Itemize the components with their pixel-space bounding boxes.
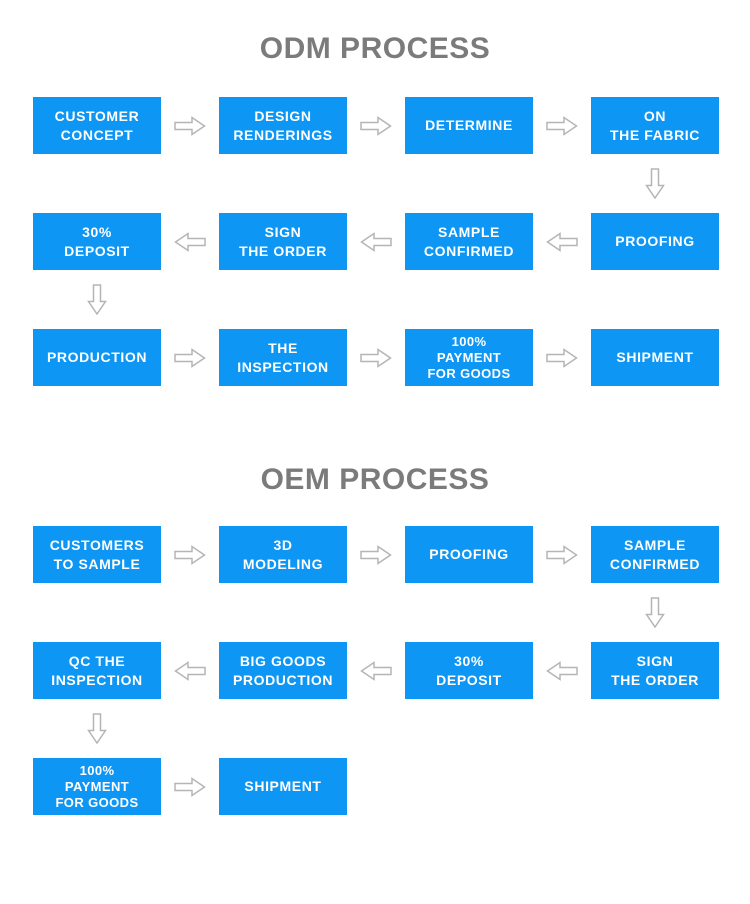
arrow-right-icon <box>533 97 591 154</box>
odm-gap-1 <box>33 154 750 213</box>
step-determine: DETERMINE <box>405 97 533 154</box>
step-the-inspection: THE INSPECTION <box>219 329 347 386</box>
oem-title: OEM PROCESS <box>260 463 490 496</box>
arrow-right-icon <box>347 526 405 583</box>
step-shipment: SHIPMENT <box>219 758 347 815</box>
step-sign-the-order: SIGN THE ORDER <box>591 642 719 699</box>
step-3d-modeling: 3D MODELING <box>219 526 347 583</box>
step-proofing: PROOFING <box>405 526 533 583</box>
step-customer-concept: CUSTOMER CONCEPT <box>33 97 161 154</box>
step-production: PRODUCTION <box>33 329 161 386</box>
step-sign-the-order: SIGN THE ORDER <box>219 213 347 270</box>
oem-gap-2 <box>33 699 750 758</box>
step-big-goods-production: BIG GOODS PRODUCTION <box>219 642 347 699</box>
flowchart-page: ODM PROCESS CUSTOMER CONCEPT DESIGN REND… <box>0 32 750 904</box>
arrow-left-icon <box>161 213 219 270</box>
arrow-right-icon <box>161 758 219 815</box>
arrow-right-icon <box>533 526 591 583</box>
oem-row-1: CUSTOMERS TO SAMPLE 3D MODELING PROOFING… <box>33 526 750 583</box>
oem-row-2: QC THE INSPECTION BIG GOODS PRODUCTION 3… <box>33 642 750 699</box>
odm-row-2: 30% DEPOSIT SIGN THE ORDER SAMPLE CONFIR… <box>33 213 750 270</box>
odm-section: ODM PROCESS CUSTOMER CONCEPT DESIGN REND… <box>0 32 750 386</box>
arrow-left-icon <box>161 642 219 699</box>
arrow-down-icon <box>33 270 161 329</box>
step-on-the-fabric: ON THE FABRIC <box>591 97 719 154</box>
odm-title: ODM PROCESS <box>259 32 491 65</box>
arrow-left-icon <box>533 213 591 270</box>
step-customers-to-sample: CUSTOMERS TO SAMPLE <box>33 526 161 583</box>
arrow-right-icon <box>161 329 219 386</box>
step-30-deposit: 30% DEPOSIT <box>33 213 161 270</box>
arrow-right-icon <box>161 97 219 154</box>
oem-gap-1 <box>33 583 750 642</box>
arrow-right-icon <box>347 97 405 154</box>
arrow-left-icon <box>533 642 591 699</box>
arrow-down-icon <box>591 154 719 213</box>
oem-section: OEM PROCESS CUSTOMERS TO SAMPLE 3D MODEL… <box>0 463 750 815</box>
arrow-right-icon <box>347 329 405 386</box>
arrow-down-icon <box>591 583 719 642</box>
step-qc-the-inspection: QC THE INSPECTION <box>33 642 161 699</box>
arrow-left-icon <box>347 213 405 270</box>
odm-row-1: CUSTOMER CONCEPT DESIGN RENDERINGS DETER… <box>33 97 750 154</box>
arrow-right-icon <box>533 329 591 386</box>
arrow-right-icon <box>161 526 219 583</box>
step-100-payment-for-goods: 100% PAYMENT FOR GOODS <box>405 329 533 386</box>
arrow-down-icon <box>33 699 161 758</box>
odm-row-3: PRODUCTION THE INSPECTION 100% PAYMENT F… <box>33 329 750 386</box>
step-sample-confirmed: SAMPLE CONFIRMED <box>405 213 533 270</box>
oem-row-3: 100% PAYMENT FOR GOODS SHIPMENT <box>33 758 750 815</box>
step-sample-confirmed: SAMPLE CONFIRMED <box>591 526 719 583</box>
step-100-payment-for-goods: 100% PAYMENT FOR GOODS <box>33 758 161 815</box>
step-proofing: PROOFING <box>591 213 719 270</box>
odm-gap-2 <box>33 270 750 329</box>
step-design-renderings: DESIGN RENDERINGS <box>219 97 347 154</box>
step-shipment: SHIPMENT <box>591 329 719 386</box>
step-30-deposit: 30% DEPOSIT <box>405 642 533 699</box>
arrow-left-icon <box>347 642 405 699</box>
